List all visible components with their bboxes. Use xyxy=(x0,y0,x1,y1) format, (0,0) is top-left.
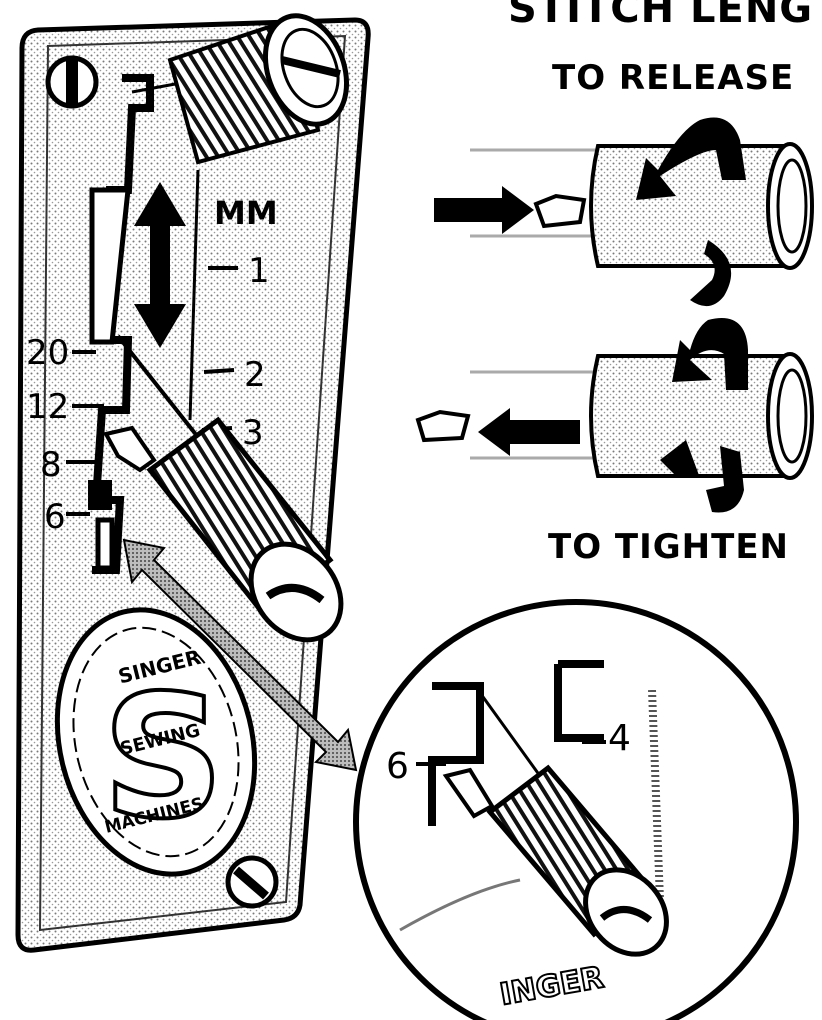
stitch-length-title: STITCH LENG xyxy=(508,0,814,32)
release-heading: TO RELEASE xyxy=(552,58,795,98)
mm-mark-3: 3 xyxy=(242,413,264,453)
tighten-illustration xyxy=(415,318,814,513)
magnify-double-arrow-icon xyxy=(122,538,358,772)
singer-emblem: S SINGER SEWING MACHINES xyxy=(54,607,258,877)
release-illustration xyxy=(434,117,814,307)
regulator-slot xyxy=(88,74,154,574)
stitch-mark-12: 12 xyxy=(26,387,69,427)
stitch-mark-6: 6 xyxy=(44,497,66,537)
tighten-pull-arrow-icon xyxy=(478,408,580,456)
top-screw-icon xyxy=(45,55,99,109)
release-rotate-arrow-icon xyxy=(636,117,746,200)
stitch-mark-20: 20 xyxy=(26,333,69,373)
vertical-double-arrow-icon xyxy=(134,182,186,348)
mm-mark-1: 1 xyxy=(248,251,270,291)
tighten-rotate-arrow-icon xyxy=(672,318,748,390)
magnified-detail: 6 4 INGER xyxy=(353,599,799,1020)
lock-knob xyxy=(102,416,344,643)
mm-scale: MM 1 2 3 xyxy=(188,169,278,453)
magnified-left-label: 6 xyxy=(386,746,409,787)
tighten-heading: TO TIGHTEN xyxy=(548,527,790,567)
magnified-right-label: 4 xyxy=(608,718,631,759)
upper-regulator-knob xyxy=(131,13,350,165)
bottom-screw-icon xyxy=(225,855,279,909)
release-push-arrow-icon xyxy=(434,186,534,234)
mm-unit-label: MM xyxy=(214,194,278,232)
mm-mark-2: 2 xyxy=(244,355,266,395)
emblem-letter: S xyxy=(102,659,224,857)
stitch-mark-8: 8 xyxy=(40,445,62,485)
stitch-scale: 20 12 8 6 xyxy=(26,333,104,537)
